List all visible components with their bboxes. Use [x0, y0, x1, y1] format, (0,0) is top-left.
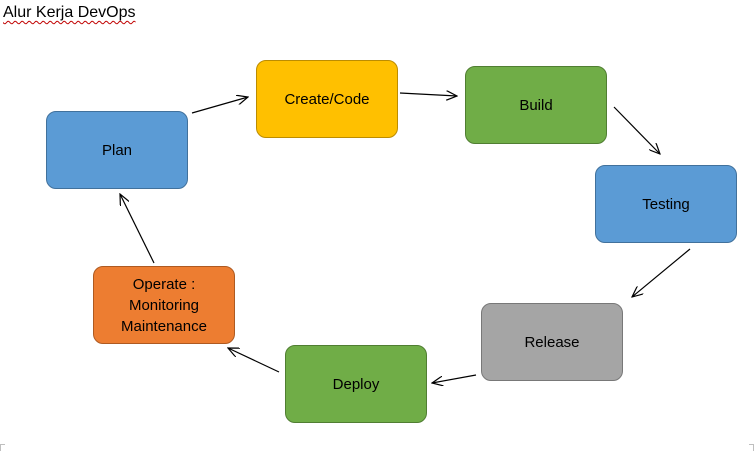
arrow-testing-to-release [632, 248, 691, 297]
node-plan: Plan [46, 111, 188, 189]
arrow-deploy-to-operate [228, 348, 280, 373]
arrow-release-to-deploy [432, 374, 477, 383]
page-corner-mark-left [0, 444, 5, 451]
node-build-label: Build [519, 96, 553, 114]
node-create-code-label: Create/Code [284, 90, 370, 108]
arrow-build-to-testing [613, 106, 660, 154]
page-corner-mark-right [749, 444, 754, 451]
node-deploy: Deploy [285, 345, 427, 423]
node-plan-label: Plan [101, 141, 133, 159]
node-testing: Testing [595, 165, 737, 243]
arrow-operate-to-plan [120, 194, 155, 264]
node-release-label: Release [524, 333, 580, 351]
node-deploy-label: Deploy [332, 375, 380, 393]
node-testing-label: Testing [642, 195, 690, 213]
node-operate-label: Operate : Monitoring Maintenance [121, 275, 207, 335]
node-build: Build [465, 66, 607, 144]
node-release: Release [481, 303, 623, 381]
arrow-plan-to-create [191, 97, 248, 114]
arrow-create-to-build [399, 93, 457, 96]
node-operate: Operate : Monitoring Maintenance [93, 266, 235, 344]
node-create-code: Create/Code [256, 60, 398, 138]
diagram-title: Alur Kerja DevOps [3, 4, 136, 21]
